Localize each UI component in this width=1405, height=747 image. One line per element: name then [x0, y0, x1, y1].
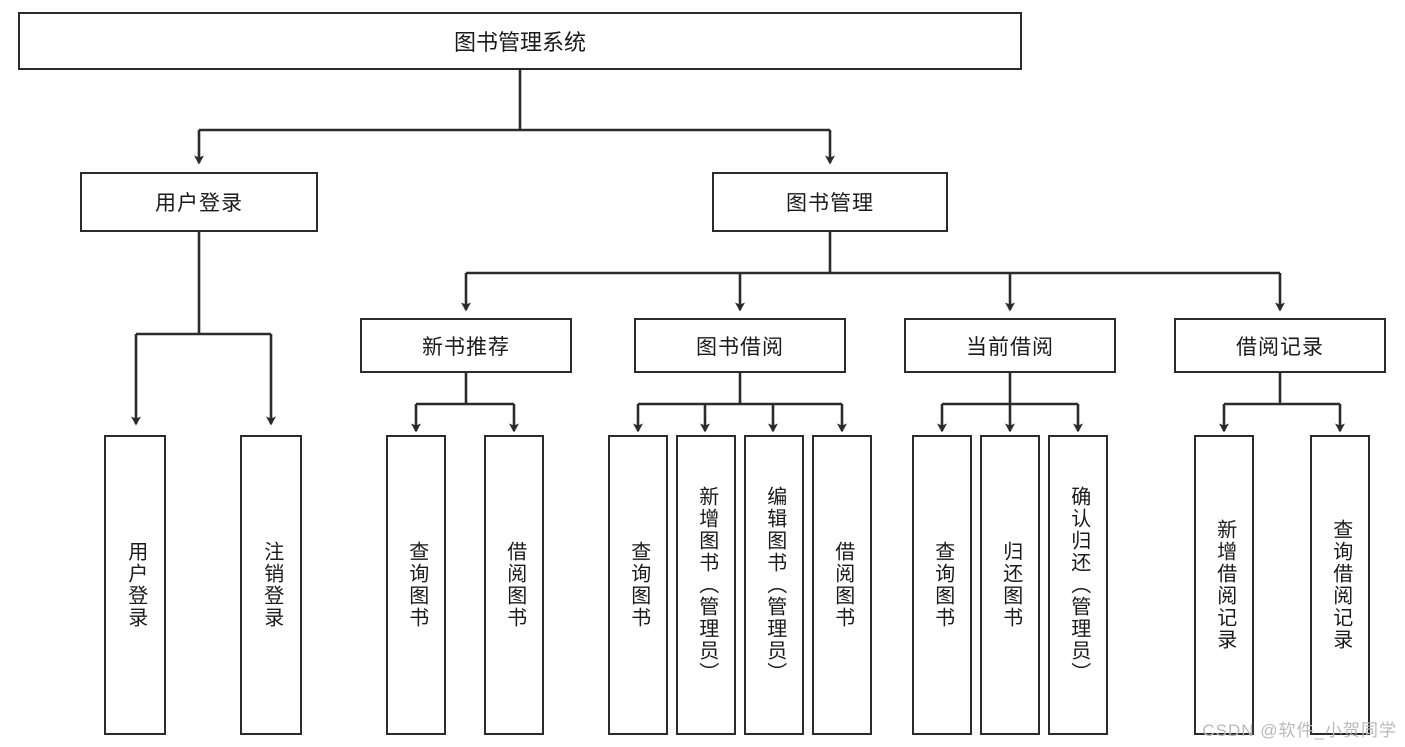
- node-borrow-record[interactable]: 借阅记录: [1174, 318, 1386, 373]
- leaf-query-book-1[interactable]: 查询图书: [386, 435, 446, 735]
- leaf-return-book-label: 归还图书: [999, 541, 1022, 629]
- node-new-book-rec[interactable]: 新书推荐: [360, 318, 572, 373]
- leaf-add-record[interactable]: 新增借阅记录: [1194, 435, 1254, 735]
- node-book-manage-label: 图书管理: [786, 192, 874, 215]
- leaf-add-book-label: 新增图书（管理员）: [695, 486, 718, 684]
- leaf-edit-book[interactable]: 编辑图书（管理员）: [744, 435, 804, 735]
- node-book-manage[interactable]: 图书管理: [712, 172, 948, 232]
- leaf-edit-book-label: 编辑图书（管理员）: [763, 486, 786, 684]
- node-user-login-label: 用户登录: [155, 192, 243, 215]
- leaf-query-book-3-label: 查询图书: [931, 541, 954, 629]
- leaf-query-book-1-label: 查询图书: [405, 541, 428, 629]
- leaf-borrow-book-1[interactable]: 借阅图书: [484, 435, 544, 735]
- node-user-login[interactable]: 用户登录: [80, 172, 318, 232]
- leaf-borrow-book-2[interactable]: 借阅图书: [812, 435, 872, 735]
- leaf-add-record-label: 新增借阅记录: [1213, 519, 1236, 651]
- node-borrow-record-label: 借阅记录: [1236, 335, 1324, 359]
- leaf-query-record[interactable]: 查询借阅记录: [1310, 435, 1370, 735]
- node-current-borrow[interactable]: 当前借阅: [904, 318, 1116, 373]
- node-book-borrow-label: 图书借阅: [696, 335, 784, 359]
- node-new-book-rec-label: 新书推荐: [422, 335, 510, 359]
- leaf-user-login-label: 用户登录: [124, 541, 147, 629]
- csdn-watermark: CSDN @软件_小贺同学: [1202, 721, 1397, 740]
- leaf-confirm-return[interactable]: 确认归还（管理员）: [1048, 435, 1108, 735]
- leaf-logout[interactable]: 注销登录: [240, 435, 302, 735]
- leaf-logout-label: 注销登录: [260, 541, 283, 629]
- node-root-label: 图书管理系统: [453, 30, 586, 55]
- leaf-borrow-book-1-label: 借阅图书: [503, 541, 526, 629]
- leaf-query-book-2[interactable]: 查询图书: [608, 435, 668, 735]
- leaf-confirm-return-label: 确认归还（管理员）: [1067, 486, 1090, 684]
- node-root[interactable]: 图书管理系统: [18, 12, 1022, 70]
- node-current-borrow-label: 当前借阅: [966, 335, 1054, 359]
- leaf-add-book[interactable]: 新增图书（管理员）: [676, 435, 736, 735]
- node-book-borrow[interactable]: 图书借阅: [634, 318, 846, 373]
- leaf-borrow-book-2-label: 借阅图书: [831, 541, 854, 629]
- leaf-query-book-2-label: 查询图书: [627, 541, 650, 629]
- leaf-user-login[interactable]: 用户登录: [104, 435, 166, 735]
- leaf-return-book[interactable]: 归还图书: [980, 435, 1040, 735]
- leaf-query-book-3[interactable]: 查询图书: [912, 435, 972, 735]
- leaf-query-record-label: 查询借阅记录: [1329, 519, 1352, 651]
